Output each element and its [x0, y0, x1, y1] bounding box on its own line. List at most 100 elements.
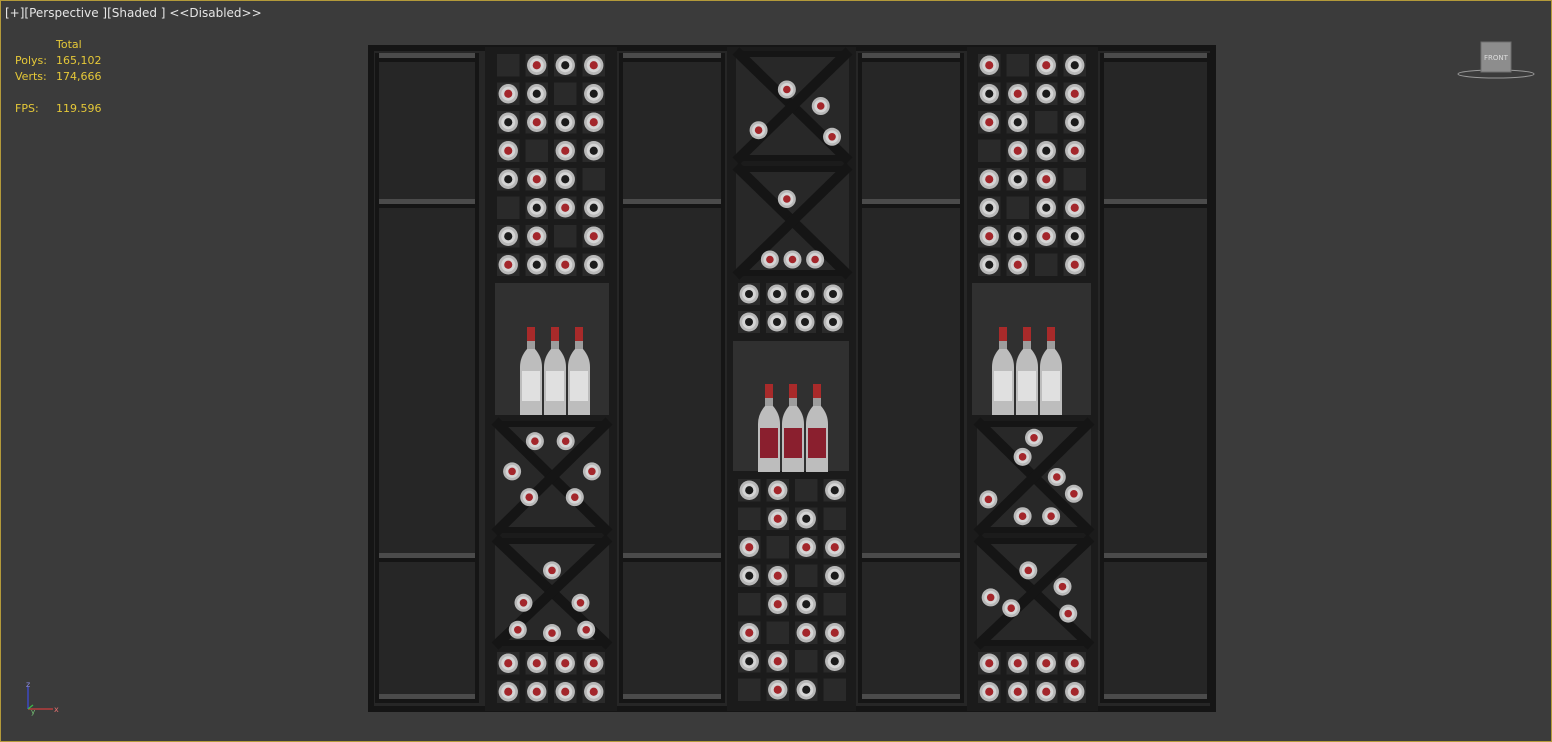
- shelf-rail-shadow: [858, 558, 964, 562]
- bottle-label: [1018, 371, 1036, 401]
- bottle-cap: [829, 318, 837, 326]
- x-bin-rail: [977, 527, 1091, 533]
- x-bin-rail: [736, 155, 849, 161]
- shelf-rail-shadow: [1100, 204, 1211, 208]
- viewport-view-menu[interactable]: [Perspective ]: [24, 6, 108, 20]
- bottle-cap: [589, 687, 598, 696]
- bottle-cap: [589, 118, 598, 127]
- cubby: [766, 621, 789, 644]
- viewport-shading-menu[interactable]: [Shaded ]: [107, 6, 166, 20]
- bottle-cap: [802, 514, 811, 523]
- bottle-cap: [561, 146, 570, 155]
- bottle-cap: [532, 175, 541, 184]
- bottle-cap: [1070, 118, 1079, 127]
- shelf-rail: [1100, 553, 1211, 558]
- bottle-cap: [1058, 582, 1067, 591]
- bottle-cap: [1018, 453, 1027, 461]
- bottle-cap: [548, 629, 556, 637]
- shelf-rail: [1100, 694, 1211, 699]
- bottle-cap: [783, 195, 791, 203]
- bottle-cap: [561, 659, 570, 668]
- bottle-cap: [1070, 61, 1079, 70]
- x-bin-diagonal: [973, 417, 1095, 537]
- axis-y-label: y: [31, 708, 35, 716]
- bottle-cap: [773, 571, 782, 580]
- cubby: [795, 650, 818, 673]
- bottle-label: [546, 371, 564, 401]
- bottle-cap: [745, 628, 754, 637]
- shelf-post: [375, 53, 379, 703]
- stats-header: Total: [56, 38, 82, 51]
- shelf-post: [475, 53, 479, 703]
- bottle-cap: [561, 61, 570, 70]
- bottle-cap: [1013, 687, 1022, 696]
- bottle-cap: [561, 175, 570, 184]
- shelf-rail: [1100, 53, 1211, 58]
- bottle-cap: [985, 89, 994, 98]
- bottle-foil: [789, 384, 797, 398]
- bottle-cap: [1042, 89, 1051, 98]
- bottle-cap: [561, 437, 570, 445]
- bottle-cap: [986, 593, 995, 602]
- bottle-cap: [745, 571, 754, 580]
- shelf-rail: [619, 694, 725, 699]
- bottle-cap: [802, 543, 811, 552]
- bottle-cap: [589, 61, 598, 70]
- cubby: [738, 593, 761, 616]
- bottle-label: [570, 371, 588, 401]
- bottle-cap: [985, 260, 994, 269]
- shelf-post: [1207, 53, 1211, 703]
- bottle-cap: [1070, 687, 1079, 696]
- shelf-rail-shadow: [858, 58, 964, 62]
- x-bin-diagonal: [732, 47, 853, 165]
- bottle-cap: [1047, 512, 1055, 520]
- bottle-cap: [1013, 118, 1022, 127]
- viewcube[interactable]: FRONT: [1455, 41, 1537, 81]
- x-bin-diagonal: [491, 417, 613, 537]
- bottle-cap: [773, 685, 782, 694]
- bottle-cap: [773, 514, 782, 523]
- bottle-cap: [561, 260, 570, 269]
- bottle-cap: [561, 118, 570, 127]
- viewport-status-menu[interactable]: <<Disabled>>: [169, 6, 262, 20]
- shelf-rail: [858, 694, 964, 699]
- bottle-cap: [1070, 490, 1078, 498]
- bottle-foil: [1023, 327, 1031, 341]
- bottle-cap: [1053, 473, 1061, 481]
- cubby: [554, 82, 577, 105]
- bottle-cap: [1007, 604, 1015, 612]
- bottle-cap: [1042, 659, 1051, 668]
- cubby: [738, 507, 761, 530]
- shelf-rail: [858, 553, 964, 558]
- shelf-rail-shadow: [619, 558, 725, 562]
- bottle-cap: [830, 543, 839, 552]
- shelf-rail-shadow: [619, 699, 725, 703]
- bottle-cap: [985, 659, 994, 668]
- viewport-plus-menu[interactable]: [+]: [5, 6, 25, 20]
- verts-value: 174,666: [56, 70, 102, 83]
- bottle-cap: [773, 290, 781, 298]
- bottle-cap: [745, 543, 754, 552]
- viewcube-front-face[interactable]: [1480, 41, 1512, 73]
- cubby: [582, 168, 605, 191]
- bottle-cap: [504, 89, 513, 98]
- bottle-cap: [802, 628, 811, 637]
- bottle-cap: [532, 260, 541, 269]
- bottle-cap: [1042, 687, 1051, 696]
- statistics-overlay: Total Polys:165,102 Verts:174,666 FPS:11…: [15, 37, 102, 117]
- x-bin-rail: [736, 51, 849, 57]
- bottle-foil: [575, 327, 583, 341]
- bottle-cap: [504, 118, 513, 127]
- cubby: [766, 536, 789, 559]
- bottle-cap: [571, 493, 579, 501]
- cubby: [795, 564, 818, 587]
- bottle-cap: [1070, 260, 1079, 269]
- cubby: [1035, 111, 1058, 134]
- bottle-cap: [985, 232, 994, 241]
- cubby: [823, 507, 846, 530]
- cubby: [1006, 54, 1029, 77]
- bottle-cap: [532, 687, 541, 696]
- bottle-cap: [773, 486, 782, 495]
- bottle-foil: [551, 327, 559, 341]
